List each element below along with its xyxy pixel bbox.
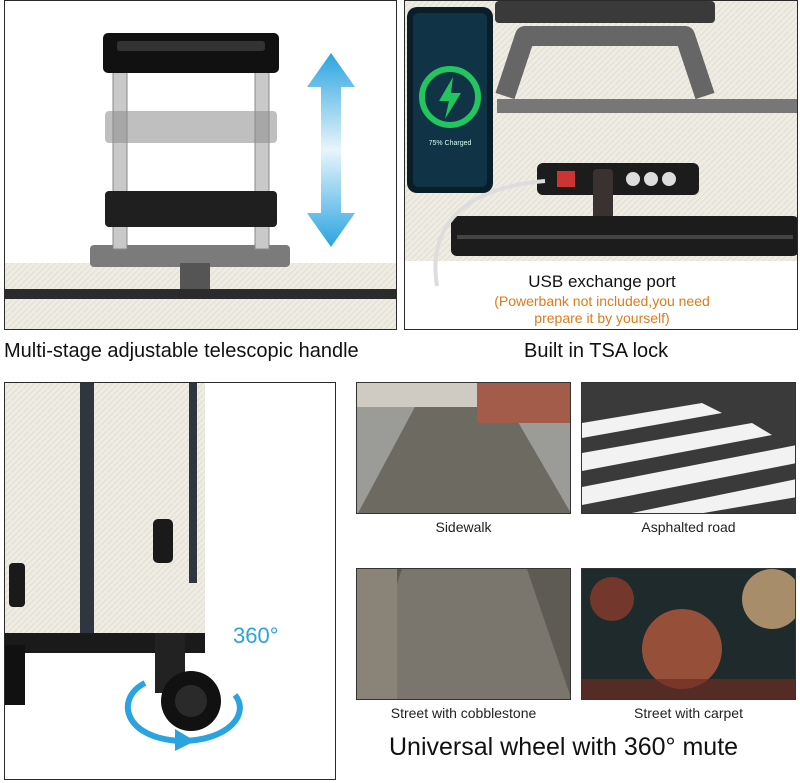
surface-thumb-asphalt [581,382,796,514]
surface-label-sidewalk: Sidewalk [435,519,492,535]
lock-caption: Built in TSA lock [524,340,669,362]
surface-thumb-sidewalk [356,382,571,514]
surface-label-asphalt: Asphalted road [641,519,736,535]
usb-title: USB exchange port [528,272,676,291]
wheel-illustration [5,383,335,779]
handle-illustration [5,1,396,329]
rotation-label: 360° [233,623,279,648]
charging-bolt-icon [419,66,481,128]
rotation-arrow-icon [125,680,243,751]
lock-illustration [405,1,797,329]
lock-panel: 75% Charged USB exchange port (Powerbank… [404,0,798,330]
usb-note-line2: prepare it by yourself) [534,310,670,326]
surface-thumb-carpet [581,568,796,700]
surface-label-cobblestone: Street with cobblestone [390,705,537,721]
up-down-arrow-icon [307,53,355,247]
surface-label-carpet: Street with carpet [634,705,743,721]
footer-title: Universal wheel with 360° mute [389,733,739,761]
usb-note-line1: (Powerbank not included,you need [494,293,710,309]
handle-caption: Multi-stage adjustable telescopic handle [4,340,359,362]
handle-panel [4,0,397,330]
wheel-panel: 360° [4,382,336,780]
phone-status: 75% Charged [428,140,472,147]
surface-thumb-cobblestone [356,568,571,700]
